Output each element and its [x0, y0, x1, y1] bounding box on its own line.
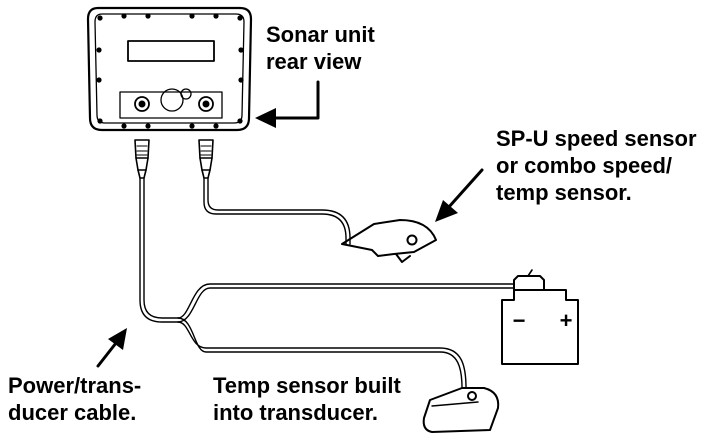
- power-cable-label-line: Power/trans-: [8, 373, 142, 398]
- speed-sensor-cable: [203, 177, 351, 245]
- speed-sensor-connector-socket: [198, 96, 214, 112]
- speed-sensor-label: SP-U speed sensor or combo speed/ temp s…: [496, 125, 697, 206]
- speed-sensor-arrow: [435, 168, 484, 222]
- power-cable-label: Power/trans- ducer cable.: [8, 372, 141, 426]
- battery: [501, 269, 579, 365]
- temp-sensor-label-line: Temp sensor built: [213, 373, 401, 398]
- speed-sensor-label-line: or combo speed/: [496, 153, 673, 178]
- sonar-unit-display-slot: [127, 40, 215, 62]
- sonar-unit-label-line: rear view: [266, 49, 362, 74]
- sonar-unit-label: Sonar unit rear view: [266, 21, 375, 75]
- power-transducer-cable: [139, 177, 515, 389]
- sonar-unit-rear-view: [86, 6, 253, 132]
- sonar-unit-label-line: Sonar unit: [266, 22, 375, 47]
- power-cable-arrow: [96, 328, 127, 368]
- sonar-unit-arrow: [255, 80, 320, 128]
- speed-sensor-label-line: SP-U speed sensor: [496, 126, 697, 151]
- power-cable-label-line: ducer cable.: [8, 400, 137, 425]
- temp-sensor-label: Temp sensor built into transducer.: [213, 372, 401, 426]
- speed-sensor-label-line: temp sensor.: [496, 180, 632, 205]
- power-cable-plug: [134, 139, 150, 179]
- battery-negative-terminal: −: [513, 308, 526, 333]
- temp-sensor-label-line: into transducer.: [213, 400, 379, 425]
- battery-positive-terminal: +: [560, 308, 573, 333]
- speed-sensor-cable-plug: [198, 139, 214, 179]
- speed-sensor: [341, 219, 437, 263]
- power-connector-socket: [134, 96, 150, 112]
- transducer: [422, 387, 500, 433]
